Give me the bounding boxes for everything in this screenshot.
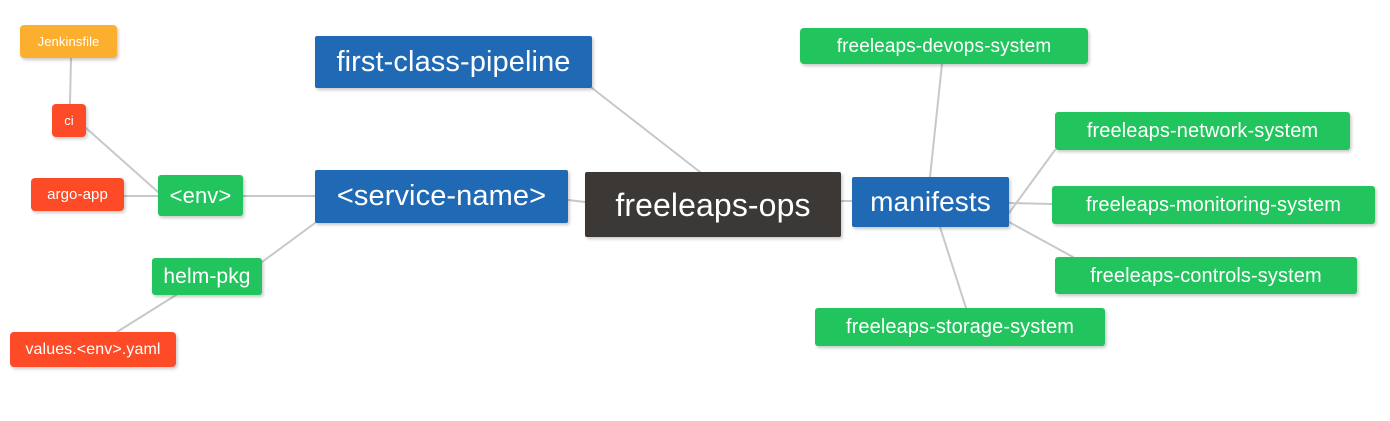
node-storage-system[interactable]: freeleaps-storage-system [815, 308, 1105, 346]
node-controls-system[interactable]: freeleaps-controls-system [1055, 257, 1357, 294]
edge-manifests-to-controls-system [1008, 221, 1074, 258]
node-label: freeleaps-devops-system [836, 35, 1052, 57]
edge-jenkinsfile-to-ci [69, 57, 72, 105]
node-env[interactable]: <env> [158, 175, 243, 216]
node-devops-system[interactable]: freeleaps-devops-system [800, 28, 1088, 64]
node-label: <env> [169, 182, 232, 208]
edge-service-name-to-helm-pkg [261, 222, 316, 263]
node-label: freeleaps-network-system [1086, 120, 1319, 142]
edge-service-name-to-freeleaps-ops [567, 199, 586, 203]
node-argo-app[interactable]: argo-app [31, 178, 124, 211]
node-ci[interactable]: ci [52, 104, 86, 137]
node-label: freeleaps-controls-system [1090, 264, 1322, 287]
node-first-class-pipeline[interactable]: first-class-pipeline [315, 36, 592, 88]
node-monitoring-system[interactable]: freeleaps-monitoring-system [1052, 186, 1375, 224]
node-label: freeleaps-ops [615, 186, 811, 223]
node-label: manifests [870, 186, 991, 217]
node-label: Jenkinsfile [37, 34, 100, 49]
node-network-system[interactable]: freeleaps-network-system [1055, 112, 1350, 150]
node-label: helm-pkg [163, 265, 251, 288]
edge-manifests-to-network-system [1008, 149, 1056, 214]
node-freeleaps-ops[interactable]: freeleaps-ops [585, 172, 841, 237]
edge-manifests-to-storage-system [939, 226, 967, 309]
node-label: freeleaps-monitoring-system [1085, 194, 1341, 216]
edge-helm-pkg-to-values-yaml [116, 294, 177, 333]
node-label: values.<env>.yaml [25, 340, 161, 358]
node-label: freeleaps-storage-system [845, 316, 1075, 338]
edge-first-class-pipeline-to-freeleaps-ops [591, 87, 701, 173]
node-label: argo-app [47, 186, 108, 203]
edge-manifests-to-monitoring-system [1008, 202, 1053, 205]
node-service-name[interactable]: <service-name> [315, 170, 568, 223]
node-jenkinsfile[interactable]: Jenkinsfile [20, 25, 117, 58]
node-label: <service-name> [336, 180, 547, 212]
node-manifests[interactable]: manifests [852, 177, 1009, 227]
node-values-yaml[interactable]: values.<env>.yaml [10, 332, 176, 367]
node-helm-pkg[interactable]: helm-pkg [152, 258, 262, 295]
node-label: first-class-pipeline [336, 45, 571, 78]
edge-manifests-to-devops-system [929, 63, 943, 178]
node-label: ci [64, 113, 74, 128]
